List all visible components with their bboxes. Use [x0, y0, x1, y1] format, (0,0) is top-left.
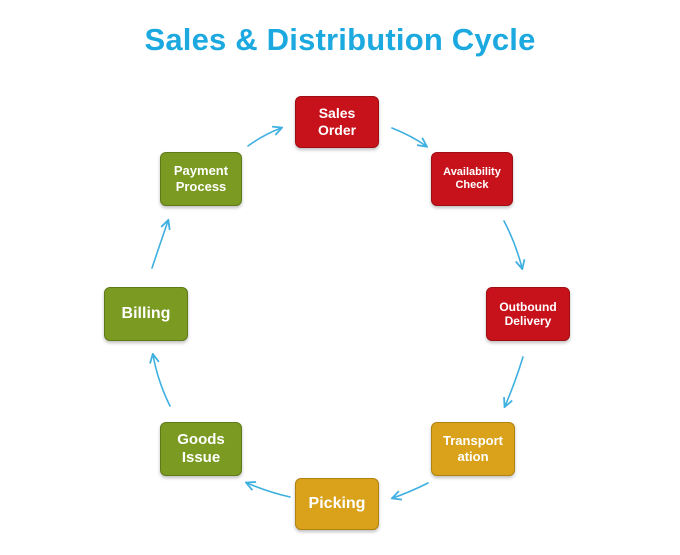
- step-picking: Picking: [295, 478, 379, 530]
- step-transportation: Transport ation: [431, 422, 515, 476]
- arrow-outbound-to-transportation: [505, 356, 524, 406]
- diagram-title: Sales & Distribution Cycle: [144, 22, 536, 57]
- step-outbound-delivery: Outbound Delivery: [486, 287, 570, 341]
- step-goods-issue: Goods Issue: [160, 422, 242, 476]
- arrow-availability-to-outbound: [503, 220, 522, 268]
- step-payment-process: Payment Process: [160, 152, 242, 206]
- step-availability-check: Availability Check: [431, 152, 513, 206]
- step-billing: Billing: [104, 287, 188, 341]
- arrow-goods-issue-to-billing: [153, 355, 171, 407]
- arrow-transportation-to-picking: [393, 482, 429, 498]
- arrow-payment-to-sales-order: [247, 128, 281, 147]
- arrow-billing-to-payment: [151, 221, 168, 269]
- arrow-picking-to-goods-issue: [247, 483, 291, 498]
- arrow-sales-order-to-availability: [391, 127, 426, 146]
- step-sales-order: Sales Order: [295, 96, 379, 148]
